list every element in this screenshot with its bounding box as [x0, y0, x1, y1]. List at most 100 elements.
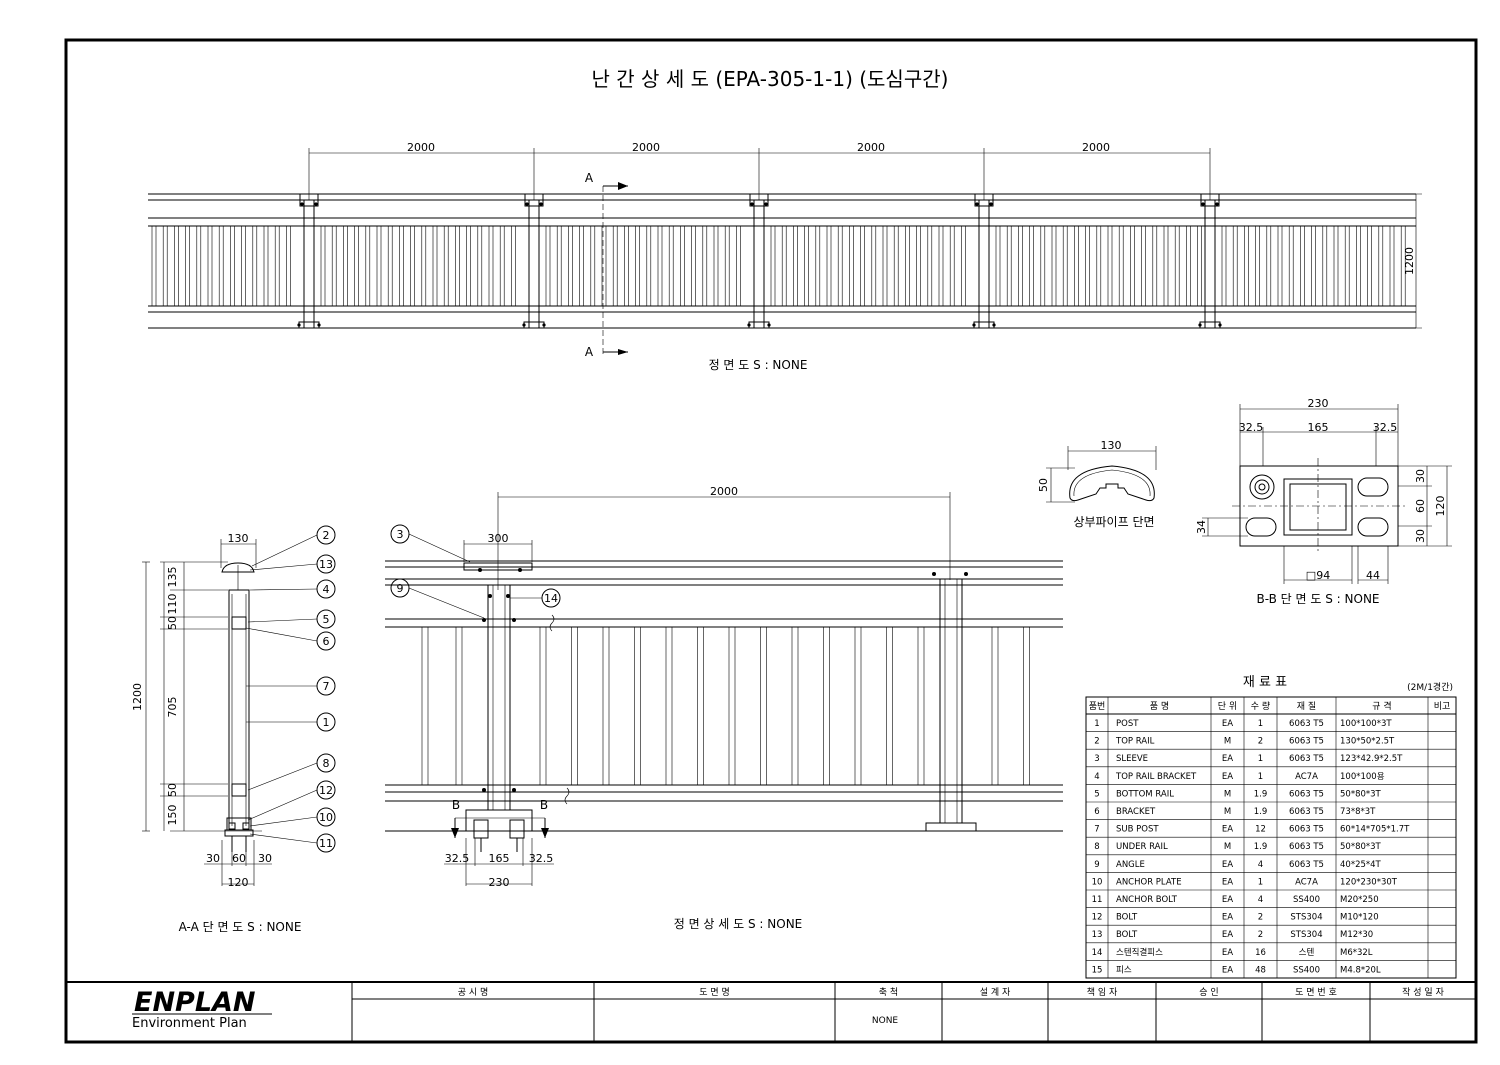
materials-row-2-col-3: 2	[1258, 737, 1263, 747]
bb-dim-right-3: 30	[1414, 529, 1427, 543]
materials-row-9-col-0: 9	[1094, 860, 1099, 870]
materials-row-6-col-0: 6	[1094, 807, 1099, 817]
detail-callout-circle	[390, 578, 410, 598]
detail-callout-9: 9	[397, 582, 404, 595]
front-baluster	[376, 225, 382, 307]
aa-dim-150: 150	[166, 805, 179, 826]
front-baluster	[455, 225, 460, 307]
front-baluster	[1277, 225, 1283, 307]
front-baluster	[331, 225, 337, 307]
materials-row-11-col-4: SS400	[1293, 895, 1320, 905]
front-baluster	[916, 225, 921, 307]
front-baluster	[624, 225, 629, 307]
front-baluster	[218, 225, 224, 307]
front-baluster	[488, 225, 494, 307]
aa-callout-circle	[316, 631, 336, 651]
materials-row-9-col-3: 4	[1258, 860, 1263, 870]
materials-row-14-col-1: 스텐직결피스	[1116, 947, 1163, 958]
materials-row-10-col-5: 120*230*30T	[1340, 877, 1398, 887]
materials-header-2: 단 위	[1218, 701, 1237, 712]
bb-dim-right-2: 60	[1414, 499, 1427, 513]
detail-bottom-dim-3: 32.5	[529, 852, 554, 865]
materials-row-13-col-0: 13	[1092, 930, 1103, 940]
front-baluster	[612, 225, 618, 307]
front-baluster	[263, 225, 269, 307]
materials-row-14-col-4: 스텐	[1299, 947, 1315, 958]
front-baluster	[466, 225, 471, 307]
front-post	[528, 199, 540, 329]
materials-row-2-col-2: M	[1224, 737, 1231, 747]
detail-bracket-width: 300	[488, 532, 509, 545]
title-block-header-5: 승 인	[1199, 987, 1218, 998]
materials-row-5-col-1: BOTTOM RAIL	[1116, 789, 1174, 799]
materials-row-7-col-0: 7	[1094, 825, 1099, 835]
materials-row-1-col-1: POST	[1116, 719, 1139, 729]
front-baluster	[151, 225, 157, 307]
materials-row-10-col-4: AC7A	[1295, 877, 1318, 887]
detail-span: 2000	[710, 485, 738, 498]
front-baluster	[1118, 225, 1124, 307]
aa-callout-4: 4	[323, 583, 330, 596]
title-block-header-6: 도 면 번 호	[1295, 987, 1337, 998]
materials-row-12-col-1: BOLT	[1116, 913, 1138, 923]
front-baluster	[1300, 225, 1305, 307]
front-baluster	[320, 225, 326, 307]
title-block-header-4: 책 임 자	[1087, 986, 1118, 998]
front-baluster	[230, 225, 235, 307]
materials-header-3: 수 량	[1251, 700, 1270, 712]
bb-section: 230 32.5 165 32.5 30 60 30 120 34	[1195, 397, 1452, 606]
front-baluster	[1400, 225, 1406, 307]
front-baluster	[252, 225, 258, 307]
materials-header-5: 규 격	[1372, 700, 1391, 712]
front-baluster	[927, 225, 933, 307]
section-a-top: A	[585, 171, 594, 185]
materials-row-3-col-4: 6063 T5	[1289, 754, 1324, 764]
bb-slot-label: 44	[1366, 569, 1380, 582]
front-post	[303, 199, 315, 329]
front-baluster	[995, 225, 1001, 307]
materials-row-5-col-5: 50*80*3T	[1340, 789, 1382, 799]
front-baluster	[1107, 225, 1113, 307]
title-block-header-7: 작 성 일 자	[1402, 987, 1444, 998]
materials-row-14-col-0: 14	[1092, 948, 1103, 958]
front-span-4: 2000	[1082, 141, 1110, 154]
materials-row-11-col-5: M20*250	[1340, 895, 1379, 905]
front-baluster	[568, 225, 573, 307]
materials-row-9-col-4: 6063 T5	[1289, 860, 1324, 870]
bb-post-label: □94	[1306, 569, 1330, 582]
materials-row-11-col-0: 11	[1092, 895, 1103, 905]
aa-callout-circle	[316, 676, 336, 696]
materials-row-13-col-2: EA	[1222, 930, 1233, 940]
materials-row-8-col-5: 50*80*3T	[1340, 842, 1382, 852]
aa-callout-circle	[316, 712, 336, 732]
aa-bottom-dim-3: 30	[258, 852, 272, 865]
materials-row-3-col-1: SLEEVE	[1116, 754, 1148, 764]
front-span-1: 2000	[407, 141, 435, 154]
front-baluster	[961, 225, 966, 307]
title-block-header-2: 축 척	[879, 987, 898, 998]
aa-callout-5: 5	[323, 613, 330, 626]
front-baluster	[1096, 225, 1102, 307]
front-baluster	[905, 225, 910, 307]
materials-row-10-col-1: ANCHOR PLATE	[1116, 877, 1182, 887]
front-span-2: 2000	[632, 141, 660, 154]
materials-row-3-col-0: 3	[1094, 754, 1099, 764]
front-baluster	[1174, 225, 1180, 307]
detail-front-view: 2000 300 B B	[385, 485, 1063, 931]
front-view-caption: 정 면 도 S : NONE	[709, 358, 808, 372]
front-baluster	[174, 225, 179, 307]
aa-dim-135: 135	[166, 567, 179, 588]
front-baluster	[1266, 225, 1272, 307]
front-baluster	[545, 225, 551, 307]
materials-row-9-col-1: ANGLE	[1116, 860, 1145, 870]
front-baluster	[849, 225, 854, 307]
materials-row-4-col-5: 100*100용	[1340, 772, 1385, 782]
front-baluster	[1288, 225, 1294, 307]
aa-top-width: 130	[228, 532, 249, 545]
front-post	[753, 199, 765, 329]
materials-row-11-col-1: ANCHOR BOLT	[1116, 895, 1178, 905]
materials-row-9-col-5: 40*25*4T	[1340, 860, 1382, 870]
aa-caption: A-A 단 면 도 S : NONE	[179, 920, 302, 934]
materials-row-6-col-2: M	[1224, 807, 1231, 817]
